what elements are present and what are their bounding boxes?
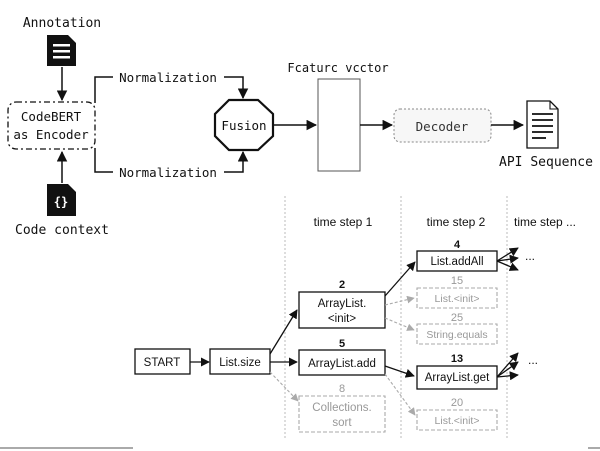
init-to-listinit-arrow bbox=[384, 295, 415, 306]
list-addall-label: List.addAll bbox=[430, 256, 483, 268]
encoder-label-line2: as Encoder bbox=[13, 127, 89, 142]
init-to-stringequals-arrow bbox=[384, 317, 415, 331]
api-sequence-label: API Sequence bbox=[499, 155, 593, 170]
api-sequence-document-icon bbox=[526, 100, 559, 149]
collections-sort-number: 8 bbox=[339, 383, 345, 395]
listsize-to-init-arrow bbox=[269, 309, 298, 355]
get-fanout-arrows bbox=[496, 352, 519, 381]
list-size-node bbox=[209, 348, 271, 375]
ellipsis-top: ... bbox=[525, 249, 535, 263]
code-context-label: Code context bbox=[15, 223, 109, 238]
collections-sort-line1: Collections. bbox=[312, 402, 371, 414]
norm-top-arrow bbox=[224, 76, 249, 100]
decoder-label: Decoder bbox=[416, 119, 469, 134]
collections-sort-node bbox=[298, 395, 386, 433]
string-equals-number: 25 bbox=[451, 312, 463, 324]
arraylist-init-line2: <init> bbox=[328, 313, 356, 325]
collections-sort-line2: sort bbox=[332, 417, 352, 429]
string-equals-node bbox=[416, 323, 498, 345]
list-init-b-node bbox=[416, 409, 498, 431]
list-init-b-label: List.<init> bbox=[435, 415, 480, 427]
fusion-octagon bbox=[213, 98, 275, 152]
arraylist-add-number: 5 bbox=[339, 338, 345, 350]
norm-bottom-path bbox=[94, 148, 113, 173]
norm-top-path bbox=[94, 76, 113, 103]
encoder-label-line1: CodeBERT bbox=[21, 109, 82, 124]
ellipsis-mid: ... bbox=[528, 353, 538, 367]
list-init-a-node bbox=[416, 287, 498, 309]
time-step-1-label: time step 1 bbox=[314, 215, 373, 229]
list-init-b-number: 20 bbox=[451, 397, 463, 409]
arraylist-init-node bbox=[298, 291, 386, 329]
norm-bottom-arrow bbox=[224, 150, 249, 173]
arraylist-get-number: 13 bbox=[451, 353, 463, 365]
time-step-2-label: time step 2 bbox=[427, 215, 486, 229]
arraylist-get-node bbox=[416, 365, 498, 390]
document-icon bbox=[47, 35, 76, 66]
arraylist-add-node bbox=[298, 349, 386, 376]
list-init-a-label: List.<init> bbox=[435, 293, 480, 305]
normalization-top-label: Normalization bbox=[119, 70, 217, 85]
arraylist-add-label: ArrayList.add bbox=[308, 358, 376, 370]
string-equals-label: String.equals bbox=[426, 329, 487, 341]
time-step-3-label: time step ... bbox=[514, 215, 576, 229]
arraylist-init-number: 2 bbox=[339, 279, 345, 291]
addall-fanout-arrows bbox=[496, 247, 519, 271]
listsize-to-sort-arrow bbox=[269, 371, 299, 402]
feature-vector-box bbox=[317, 78, 361, 172]
arraylist-get-label: ArrayList.get bbox=[425, 372, 490, 384]
init-to-addall-arrow bbox=[384, 261, 416, 297]
list-addall-number: 4 bbox=[454, 239, 461, 251]
add-to-get-arrow bbox=[384, 365, 415, 378]
fusion-label: Fusion bbox=[221, 118, 266, 133]
codebert-encoder-box bbox=[7, 101, 96, 150]
normalization-bottom-label: Normalization bbox=[119, 165, 217, 180]
code-icon-braces: {} bbox=[54, 195, 68, 209]
add-to-listinit-arrow bbox=[384, 373, 416, 416]
arraylist-init-line1: ArrayList. bbox=[318, 298, 367, 310]
code-file-icon: {} bbox=[47, 184, 76, 216]
feature-vector-label: Fcaturc vcctor bbox=[287, 61, 388, 75]
annotation-label: Annotation bbox=[23, 16, 101, 31]
list-init-a-number: 15 bbox=[451, 275, 463, 287]
list-size-label: List.size bbox=[219, 357, 261, 369]
start-label: START bbox=[144, 357, 181, 369]
